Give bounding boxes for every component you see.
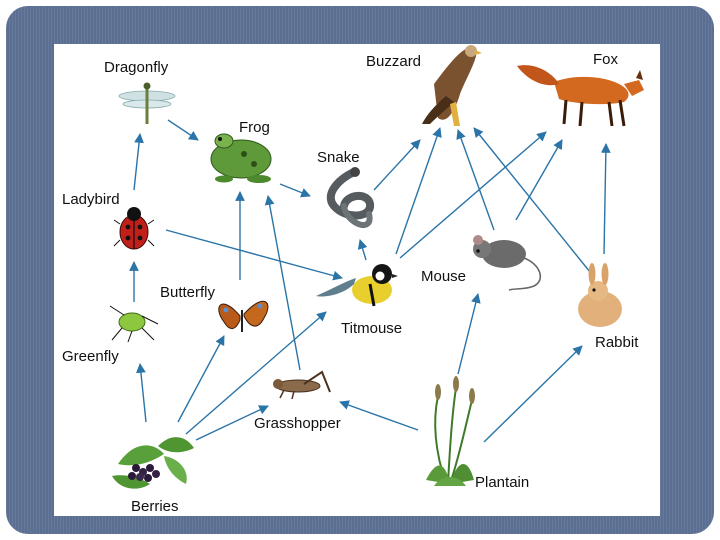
arrow-plantain-to-mouse (457, 293, 481, 375)
snake-icon (326, 167, 374, 228)
arrow-berries-to-greenfly (136, 363, 147, 423)
butterfly-icon (218, 300, 269, 332)
arrow-dragonfly-to-frog (167, 119, 199, 141)
berries-label: Berries (131, 498, 179, 515)
fox-icon (517, 65, 644, 127)
arrow-plantain-to-grasshopper (339, 400, 419, 431)
arrow-berries-to-titmouse (185, 311, 327, 435)
ladybird-label: Ladybird (62, 191, 120, 208)
plantain-label: Plantain (475, 474, 529, 491)
arrow-titmouse-to-snake (357, 239, 368, 261)
plantain-icon (426, 376, 475, 486)
arrow-titmouse-to-buzzard (395, 127, 442, 255)
titmouse-label: Titmouse (341, 320, 402, 337)
arrow-titmouse-to-fox (399, 131, 547, 259)
frog-label: Frog (239, 119, 270, 136)
slide-frame: Dragonfly Frog Buzzard Fox Snake Ladybir… (6, 6, 714, 534)
mouse-icon (473, 235, 542, 291)
arrow-rabbit-to-buzzard (473, 127, 591, 273)
berries-icon (112, 437, 194, 489)
titmouse-icon (316, 264, 398, 307)
frog-icon (210, 133, 272, 183)
arrow-plantain-to-rabbit (483, 345, 583, 443)
rabbit-icon (578, 263, 622, 327)
arrow-mouse-to-fox (515, 139, 563, 221)
mouse-label: Mouse (421, 268, 466, 285)
greenfly-label: Greenfly (62, 348, 119, 365)
snake-label: Snake (317, 149, 360, 166)
arrow-berries-to-butterfly (177, 335, 225, 423)
arrow-snake-to-buzzard (373, 139, 421, 191)
arrow-berries-to-grasshopper (195, 405, 269, 441)
arrow-mouse-to-buzzard (456, 129, 495, 231)
grasshopper-icon (273, 370, 331, 400)
arrow-grasshopper-to-frog (264, 195, 301, 371)
grasshopper-label: Grasshopper (254, 415, 341, 432)
arrow-ladybird-to-dragonfly (133, 133, 144, 191)
dragonfly-label: Dragonfly (104, 59, 169, 76)
food-web-diagram: Dragonfly Frog Buzzard Fox Snake Ladybir… (62, 45, 644, 515)
arrow-ladybird-to-titmouse (165, 229, 343, 281)
buzzard-label: Buzzard (366, 53, 421, 70)
buzzard-icon (422, 45, 482, 126)
greenfly-icon (109, 305, 159, 343)
fox-label: Fox (593, 51, 619, 68)
butterfly-label: Butterfly (160, 284, 216, 301)
dragonfly-icon (118, 82, 176, 124)
feeding-links (129, 119, 611, 443)
rabbit-label: Rabbit (595, 334, 639, 351)
arrow-rabbit-to-fox (600, 143, 611, 255)
ladybird-icon (113, 207, 155, 250)
food-web-canvas: Dragonfly Frog Buzzard Fox Snake Ladybir… (54, 44, 660, 516)
arrow-frog-to-snake (279, 183, 311, 198)
